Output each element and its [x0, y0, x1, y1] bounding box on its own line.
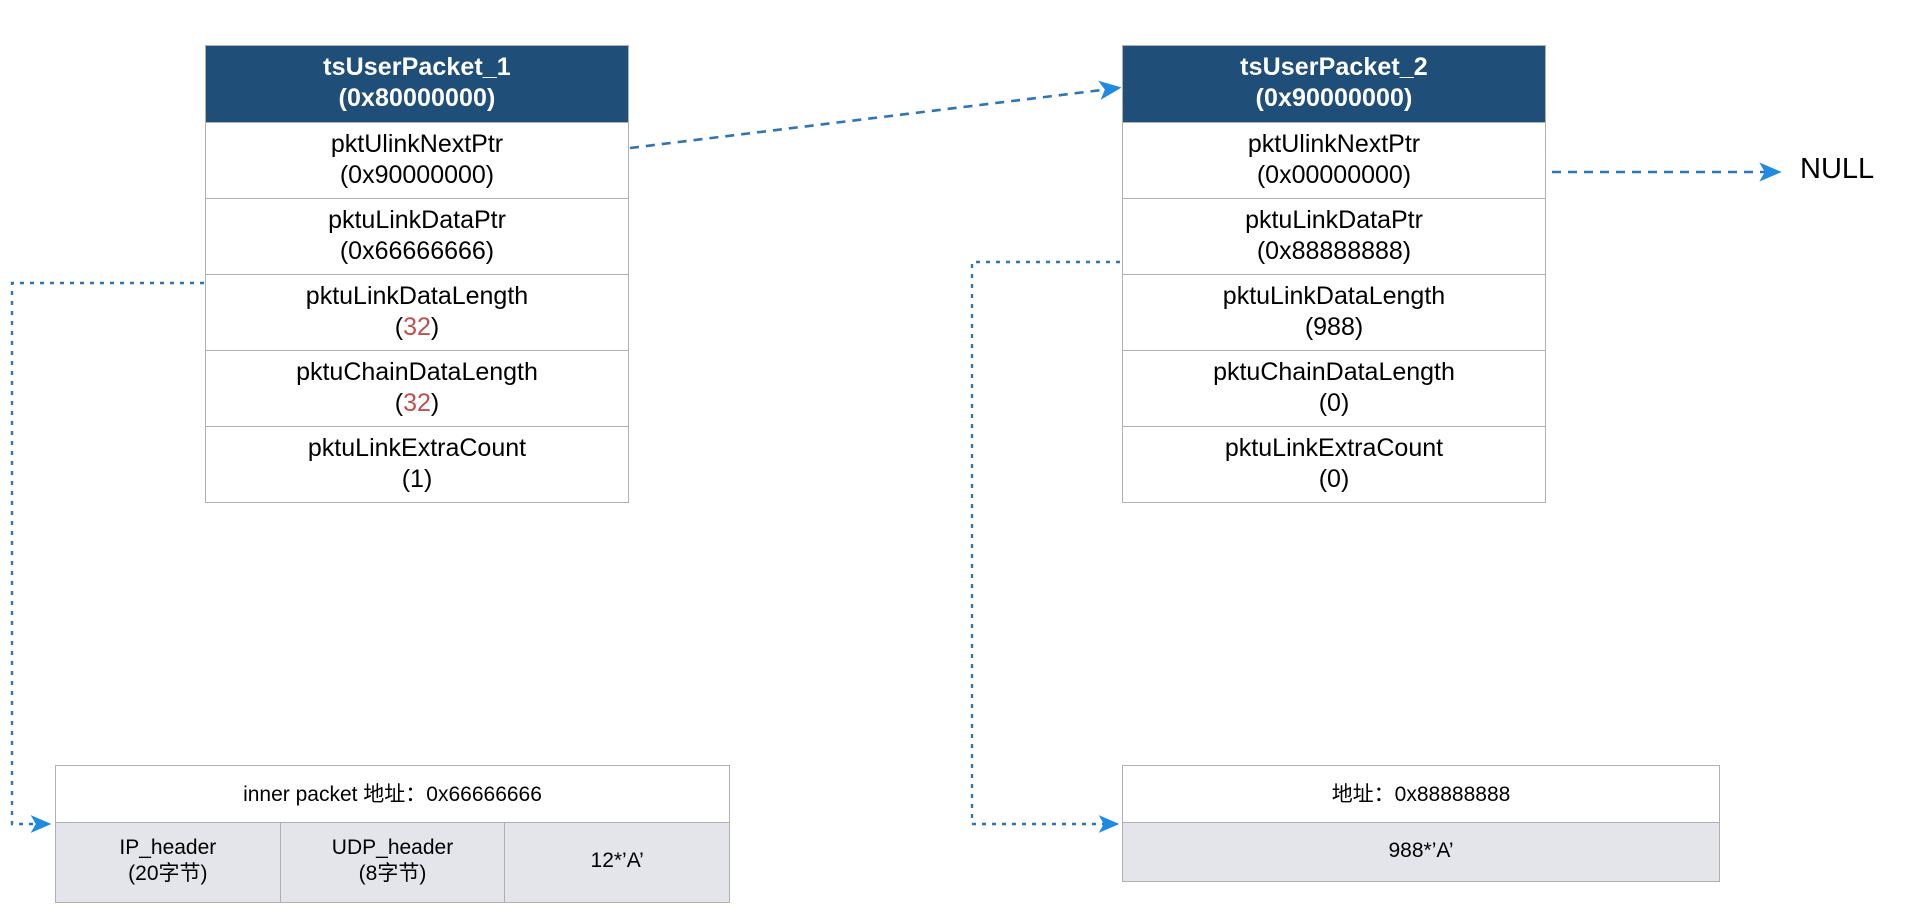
buffer-segments: IP_header (20字节) UDP_header (8字节) 12*’A’: [56, 822, 729, 902]
field-value: (0x66666666): [339, 236, 495, 265]
field-name: pktuLinkDataLength: [1222, 282, 1446, 310]
field-name: pktuLinkDataPtr: [1245, 206, 1423, 234]
field-name: pktuChainDataLength: [296, 358, 538, 386]
buffer-address-label: inner packet 地址：0x66666666: [243, 783, 542, 806]
field-value: (0): [1318, 464, 1350, 493]
field-value: (0): [1318, 388, 1350, 417]
buffer-address-label: 地址：0x88888888: [1331, 783, 1511, 806]
field-value: 32: [403, 312, 431, 341]
struct-tsuserpacket-1: tsUserPacket_1 (0x80000000) pktUlinkNext…: [205, 45, 629, 503]
field-value: (0x90000000): [339, 160, 495, 189]
struct-field-row: pktuLinkExtraCount (0): [1123, 426, 1545, 502]
field-value: (0x00000000): [1256, 160, 1412, 189]
struct-title: tsUserPacket_1: [323, 53, 511, 81]
segment-label: 12*’A’: [590, 849, 644, 873]
buffer-inner-packet: inner packet 地址：0x66666666 IP_header (20…: [55, 765, 730, 903]
struct-field-row: pktUlinkNextPtr (0x90000000): [206, 122, 628, 198]
struct-tsuserpacket-2: tsUserPacket_2 (0x90000000) pktUlinkNext…: [1122, 45, 1546, 503]
struct-title: tsUserPacket_2: [1240, 53, 1428, 81]
field-name: pktUlinkNextPtr: [330, 130, 504, 158]
field-name: pktuLinkDataPtr: [328, 206, 506, 234]
segment-label: 988*’A’: [1388, 839, 1454, 863]
field-name: pktuChainDataLength: [1213, 358, 1455, 386]
buffer-segment: UDP_header (8字节): [279, 823, 505, 902]
buffer-segments: 988*’A’: [1123, 822, 1719, 882]
field-value: (0x88888888): [1256, 236, 1412, 265]
wire-data-ptr-1-to-inner-packet: [10, 281, 204, 833]
struct-field-row: pktuLinkDataLength (988): [1123, 274, 1545, 350]
segment-size: (20字节): [128, 862, 208, 886]
struct-field-row: pktuLinkDataPtr (0x66666666): [206, 198, 628, 274]
struct-header: tsUserPacket_1 (0x80000000): [206, 46, 628, 122]
struct-address: (0x80000000): [338, 83, 496, 112]
segment-label: IP_header: [119, 836, 217, 860]
buffer-data: 地址：0x88888888 988*’A’: [1122, 765, 1720, 883]
wire-next-ptr-1-to-packet-2: [629, 80, 1122, 150]
field-value: (1): [401, 464, 433, 493]
field-value: 32: [403, 388, 431, 417]
struct-header: tsUserPacket_2 (0x90000000): [1123, 46, 1545, 122]
wire-data-ptr-2-to-data-buffer: [970, 260, 1120, 833]
field-name: pktuLinkExtraCount: [307, 434, 527, 462]
segment-label: UDP_header: [331, 836, 454, 860]
buffer-segment: 988*’A’: [1123, 823, 1719, 881]
struct-field-row: pktuChainDataLength (32): [206, 350, 628, 426]
buffer-segment: IP_header (20字节): [56, 823, 280, 902]
field-value: (988): [1304, 312, 1364, 341]
field-name: pktUlinkNextPtr: [1247, 130, 1421, 158]
struct-field-row: pktuLinkExtraCount (1): [206, 426, 628, 502]
field-value-wrap: (32): [394, 388, 440, 417]
segment-size: (8字节): [358, 862, 427, 886]
field-value-wrap: (32): [394, 312, 440, 341]
field-name: pktuLinkDataLength: [305, 282, 529, 310]
null-label: NULL: [1800, 153, 1875, 185]
struct-field-row: pktuChainDataLength (0): [1123, 350, 1545, 426]
field-name: pktuLinkExtraCount: [1224, 434, 1444, 462]
buffer-segment: 12*’A’: [504, 823, 729, 902]
struct-field-row: pktuLinkDataLength (32): [206, 274, 628, 350]
struct-field-row: pktUlinkNextPtr (0x00000000): [1123, 122, 1545, 198]
struct-address: (0x90000000): [1255, 83, 1413, 112]
struct-field-row: pktuLinkDataPtr (0x88888888): [1123, 198, 1545, 274]
